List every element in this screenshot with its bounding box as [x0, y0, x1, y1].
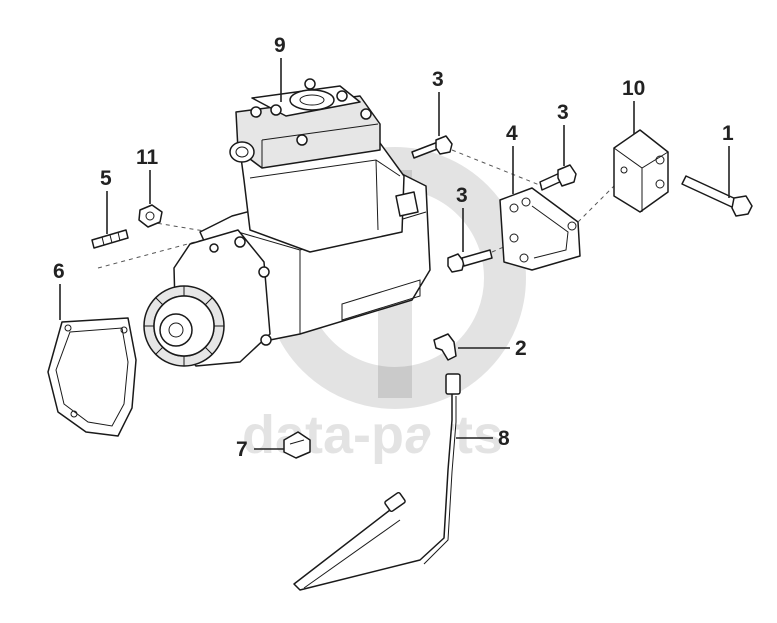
callout-label: 8: [498, 427, 510, 450]
callout-label: 1: [722, 122, 734, 145]
callout-label: 2: [515, 337, 527, 360]
callout-label: 7: [236, 438, 248, 461]
callout-label: 3: [432, 68, 444, 91]
callout-5: 5: [100, 167, 112, 234]
part-stud: [91, 229, 129, 249]
watermark-text: data-parts: [242, 405, 503, 465]
callout-label: 6: [53, 260, 65, 283]
callout-10: 10: [622, 77, 645, 134]
callout-label: 4: [506, 122, 518, 145]
callout-label: 9: [274, 34, 286, 57]
part-bolt-right: [539, 164, 577, 191]
callout-label: 5: [100, 167, 112, 190]
assembly-line: [577, 183, 617, 223]
part-gasket: [47, 317, 137, 437]
compressor-body: [143, 78, 431, 367]
part-mounting-block: [613, 129, 669, 213]
callout-label: 11: [136, 146, 159, 169]
part-nut: [138, 204, 163, 228]
part-bracket: [499, 187, 581, 271]
callout-7: 7: [236, 438, 284, 461]
part-long-bolt: [681, 175, 753, 217]
assembly-line: [491, 245, 507, 253]
part-plug: [283, 431, 311, 459]
part-tube: [293, 373, 461, 591]
part-bolt-upper: [411, 135, 453, 159]
callout-3-lower: 3: [456, 184, 468, 252]
callout-6: 6: [53, 260, 65, 320]
callout-label: 3: [456, 184, 468, 207]
assembly-line: [451, 149, 543, 187]
callout-9: 9: [274, 34, 286, 102]
callout-4: 4: [506, 122, 518, 194]
part-fitting: [433, 333, 457, 361]
callout-3-upper: 3: [432, 68, 444, 136]
callout-label: 10: [622, 77, 645, 100]
callout-1: 1: [722, 122, 734, 198]
callout-3-right: 3: [557, 101, 569, 166]
callout-8: 8: [456, 427, 510, 450]
callout-2: 2: [458, 337, 527, 360]
callout-11: 11: [136, 146, 159, 204]
callout-label: 3: [557, 101, 569, 124]
assembly-line: [149, 221, 211, 233]
part-bolt-lower: [447, 249, 493, 273]
